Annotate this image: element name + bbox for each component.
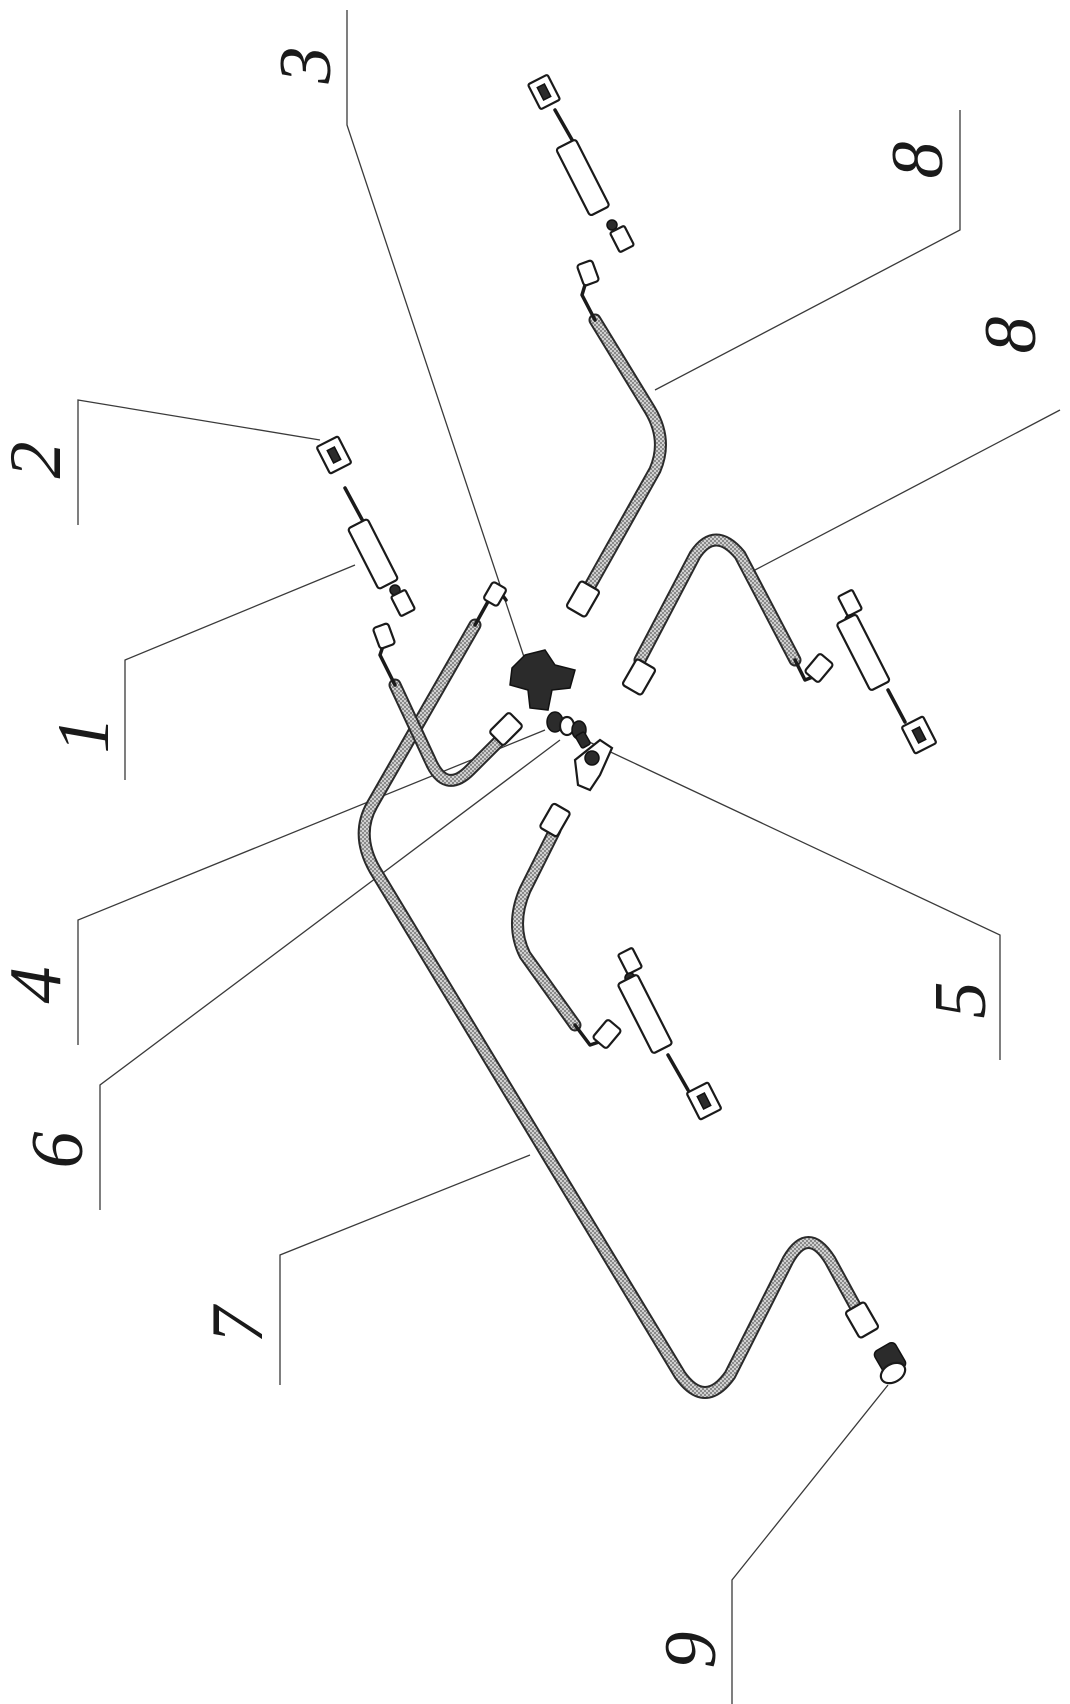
callout-8-top: 8 bbox=[877, 142, 959, 179]
leader-line-7 bbox=[279, 1154, 531, 1385]
clip-lower bbox=[686, 1081, 722, 1121]
leader-lines bbox=[77, 10, 1061, 1704]
brake-hose-upper-left bbox=[372, 622, 523, 787]
callout-4: 4 bbox=[0, 967, 77, 1004]
callout-6: 6 bbox=[17, 1132, 99, 1169]
brake-line-cylinder-lower bbox=[617, 947, 690, 1092]
leader-line-2 bbox=[77, 399, 321, 525]
fitting-9 bbox=[873, 1341, 907, 1385]
leader-line-1 bbox=[124, 564, 356, 780]
bracket-5 bbox=[573, 738, 614, 792]
brake-hose-upper-right bbox=[565, 259, 667, 618]
brake-line-cylinder-top-right bbox=[553, 108, 635, 253]
junction-fitting-3 bbox=[509, 649, 576, 711]
brake-hose-lower-right bbox=[621, 533, 834, 696]
clip-2 bbox=[316, 435, 352, 475]
leader-line-5 bbox=[584, 739, 1001, 1060]
bolt-6 bbox=[575, 731, 591, 749]
leader-line-8b bbox=[754, 409, 1061, 571]
callout-2: 2 bbox=[0, 442, 77, 479]
callout-5: 5 bbox=[920, 982, 1002, 1019]
brake-hose-long bbox=[357, 581, 880, 1399]
clip-top bbox=[527, 74, 561, 110]
callout-9: 9 bbox=[650, 1632, 732, 1669]
leader-line-8a bbox=[654, 110, 961, 391]
callout-labels: 1 2 3 4 5 6 7 8 8 9 bbox=[0, 47, 1052, 1669]
callout-7: 7 bbox=[197, 1304, 279, 1344]
callout-8-right: 8 bbox=[970, 317, 1052, 354]
leader-line-4 bbox=[77, 729, 546, 1045]
callout-1: 1 bbox=[43, 717, 125, 754]
brake-line-cylinder-1 bbox=[343, 486, 416, 617]
brake-hose-lower-left bbox=[511, 802, 622, 1049]
leader-line-3 bbox=[346, 10, 526, 661]
brake-line-cylinder-right bbox=[836, 589, 907, 724]
callout-3: 3 bbox=[265, 47, 347, 85]
clip-right bbox=[901, 715, 937, 755]
leader-line-6 bbox=[99, 739, 561, 1210]
leader-line-9 bbox=[731, 1384, 889, 1704]
